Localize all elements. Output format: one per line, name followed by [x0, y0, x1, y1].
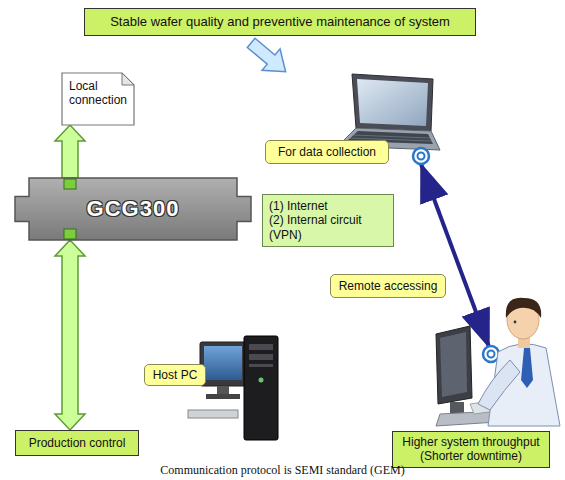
box-label: Higher system throughput (Shorter downti… [399, 435, 543, 464]
goal-box: Higher system throughput (Shorter downti… [392, 431, 550, 468]
callout-box: Host PC [144, 364, 206, 386]
goal-banner: Stable wafer quality and preventive main… [84, 8, 476, 36]
callout-box: Remote accessing [330, 274, 446, 298]
network-arrow [421, 164, 489, 347]
box-label: Stable wafer quality and preventive main… [93, 14, 467, 30]
caption: Communication protocol is SEMI standard … [0, 463, 565, 478]
box-label: Host PC [149, 368, 201, 382]
box-label: Production control [22, 436, 132, 450]
network-box: (1) Internet(2) Internal circuit (VPN) [262, 194, 394, 247]
pointer-arrow [242, 32, 294, 82]
box-label: (1) Internet [269, 199, 387, 213]
laptop-illustration [338, 74, 440, 150]
block-arrow [55, 125, 85, 178]
connection-point [413, 148, 429, 164]
box-label: (2) Internal circuit (VPN) [269, 213, 387, 242]
box-label: Remote accessing [337, 279, 439, 293]
note-box: Local connection [62, 73, 134, 125]
box-label: Local connection [69, 79, 126, 108]
unit-name: GCG300 [87, 196, 180, 222]
box-label: For data collection [272, 145, 382, 159]
host-pc-illustration [188, 336, 278, 440]
goal-box: Production control [15, 430, 139, 456]
operator-illustration [436, 298, 560, 426]
block-arrow [55, 240, 85, 430]
callout-box: For data collection [265, 140, 389, 164]
controller-unit: GCG300 [15, 178, 251, 240]
